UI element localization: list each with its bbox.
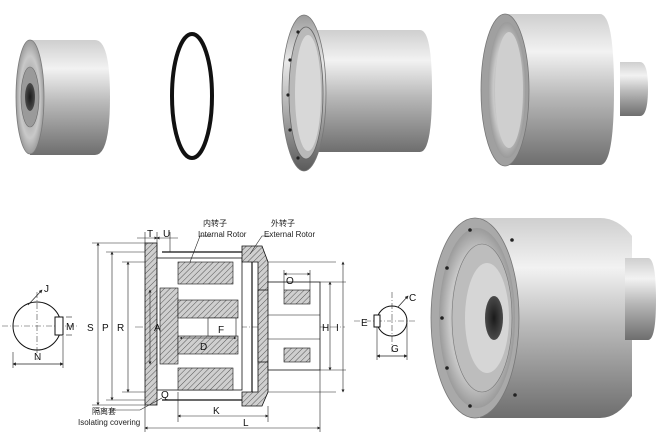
dim-M: M bbox=[66, 322, 74, 333]
coupling-section-drawing: S P R A T U O F D bbox=[78, 218, 346, 432]
label-internal-rotor-cn: 内转子 bbox=[203, 218, 227, 228]
dim-E: E bbox=[361, 318, 368, 329]
dim-K: K bbox=[213, 406, 220, 417]
dim-L: L bbox=[243, 418, 249, 429]
dim-J: J bbox=[44, 284, 49, 295]
dim-U: U bbox=[163, 229, 170, 240]
label-isolating-cn: 隔离套 bbox=[92, 406, 116, 416]
label-external-rotor-cn: 外转子 bbox=[271, 218, 295, 228]
label-internal-rotor-en: Internal Rotor bbox=[198, 230, 247, 239]
dim-O: O bbox=[286, 276, 294, 287]
dim-A: A bbox=[154, 323, 161, 334]
dim-F: F bbox=[218, 325, 224, 336]
dim-D: D bbox=[200, 342, 207, 353]
dim-N: N bbox=[34, 352, 41, 363]
assembled-coupling-image bbox=[430, 217, 656, 419]
internal-rotor-image bbox=[15, 39, 110, 155]
external-rotor-image bbox=[480, 13, 648, 167]
label-isolating-en: Isolating covering bbox=[78, 418, 140, 427]
dim-T: T bbox=[147, 229, 153, 240]
dim-R: R bbox=[117, 323, 124, 334]
dim-H: H bbox=[322, 323, 329, 334]
dim-S: S bbox=[87, 323, 94, 334]
dim-C: C bbox=[409, 293, 416, 304]
dim-P: P bbox=[102, 323, 109, 334]
shaft-section-right: C E G bbox=[354, 292, 416, 360]
shaft-section-left: J M N bbox=[2, 284, 78, 368]
o-ring-image bbox=[170, 32, 214, 160]
dim-G: G bbox=[391, 344, 399, 355]
label-external-rotor-en: External Rotor bbox=[264, 230, 315, 239]
dim-I: I bbox=[336, 323, 339, 334]
dim-Q: Q bbox=[161, 390, 169, 401]
isolating-sleeve-image bbox=[281, 14, 432, 172]
